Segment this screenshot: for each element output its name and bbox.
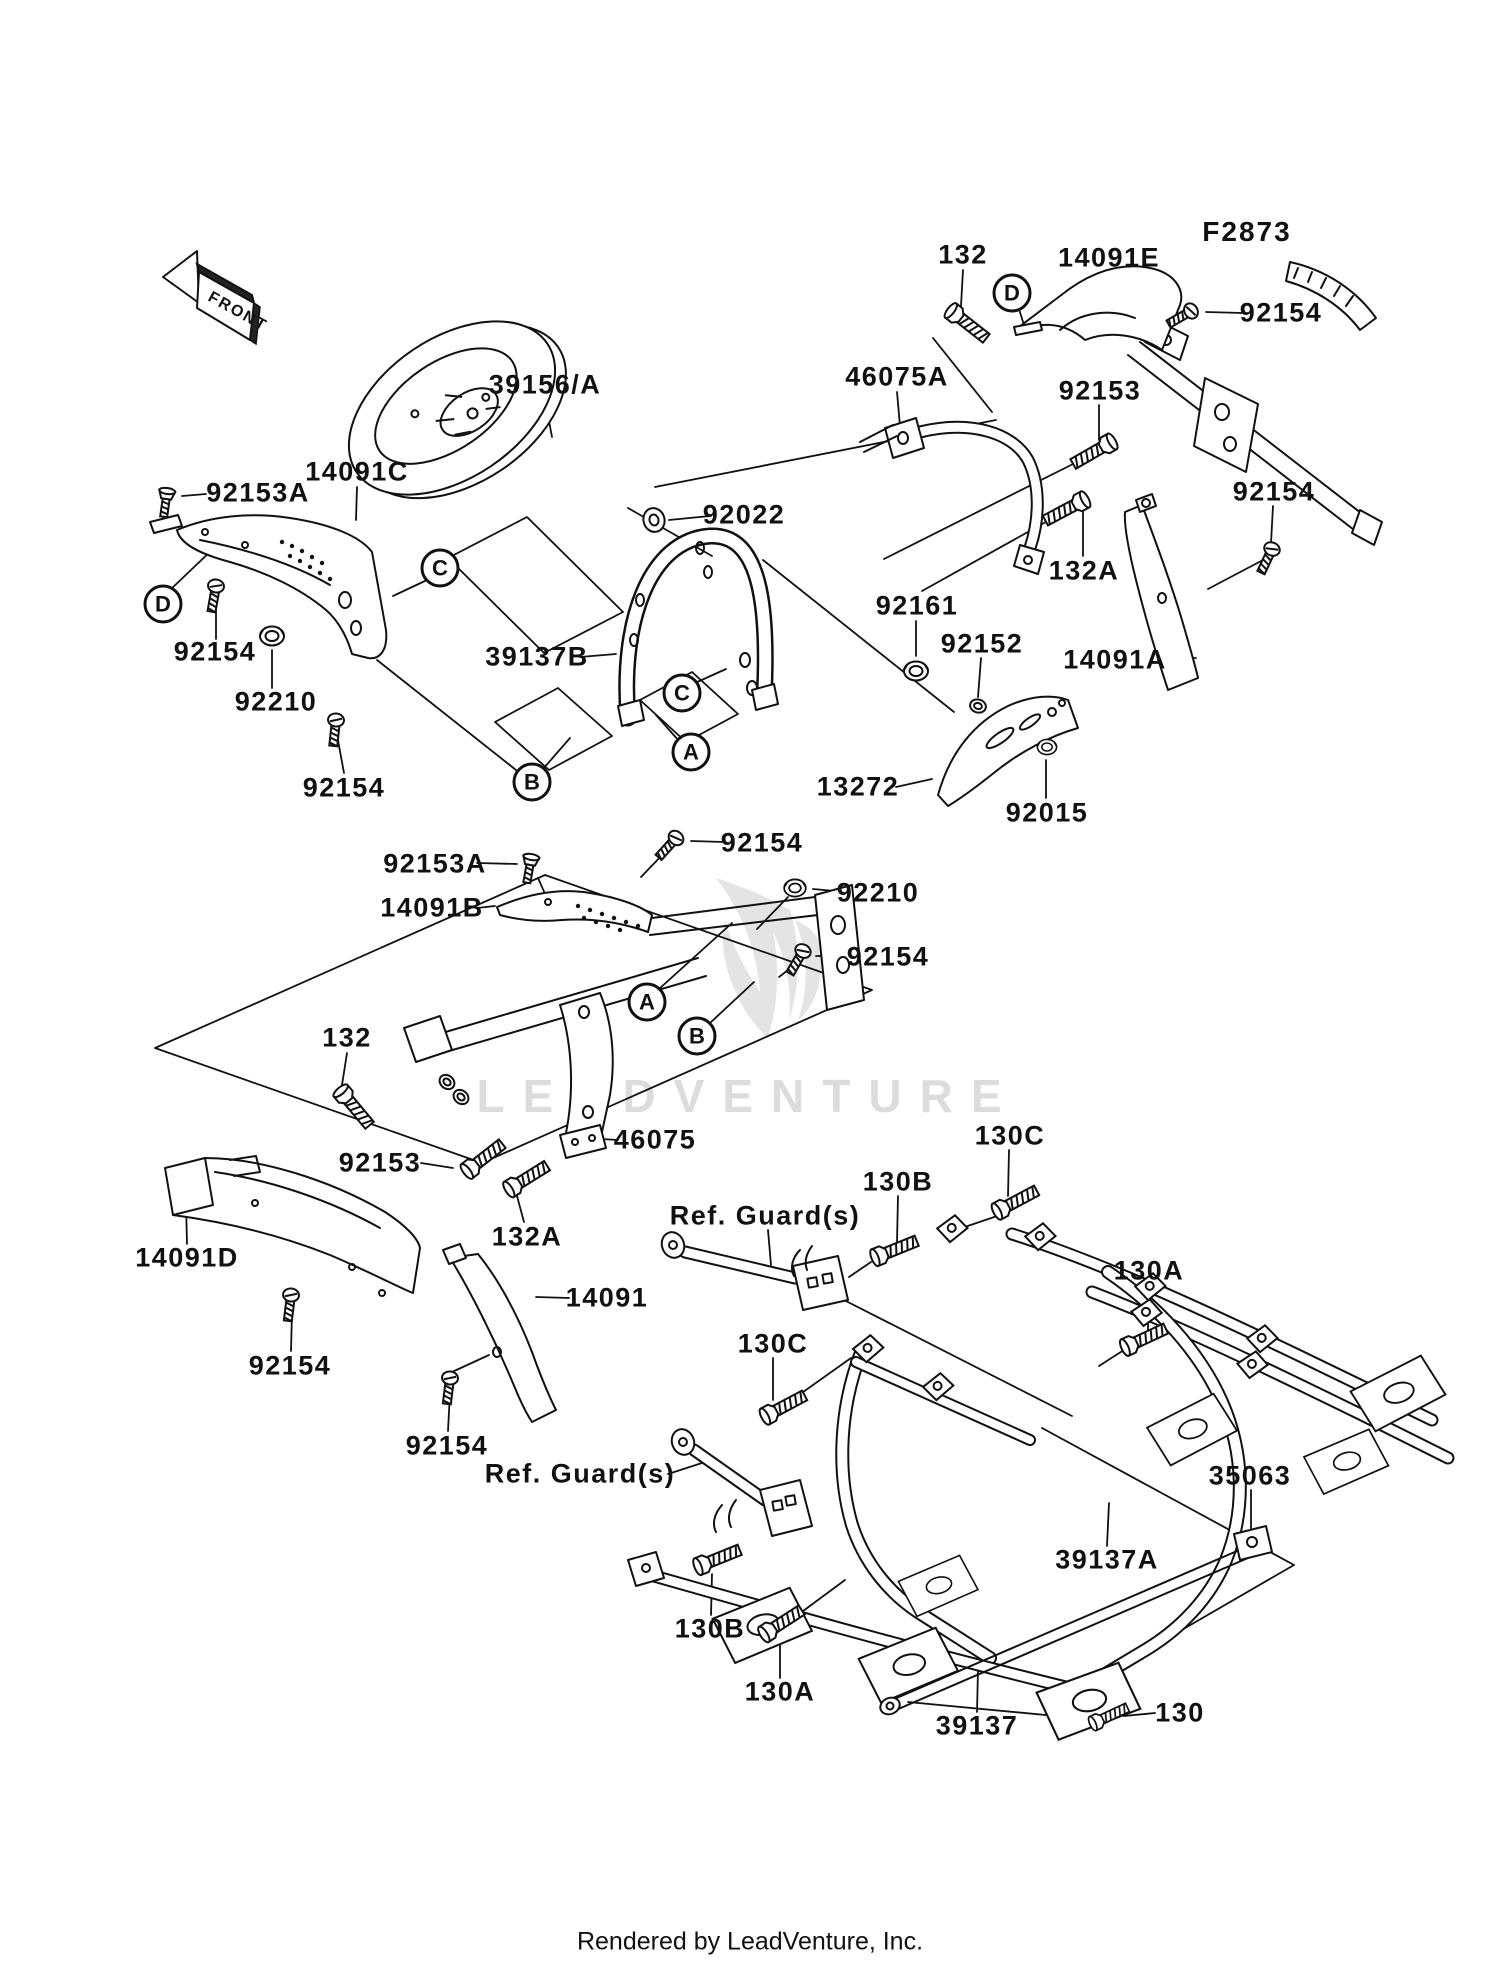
drawing-code: F2873: [1202, 216, 1292, 247]
part-label: 39137B: [485, 641, 589, 672]
grab-rail-46075A: [859, 417, 1045, 575]
part-label: 92210: [836, 877, 920, 908]
part-label: 92153A: [383, 848, 487, 879]
ref-guard-1: [660, 1231, 849, 1311]
part-label: 46075A: [845, 361, 949, 392]
part-label: 130: [1155, 1697, 1205, 1728]
part-label: 92154: [173, 636, 257, 667]
part-label: Ref. Guard(s): [669, 1200, 861, 1231]
part-label: 39156/A: [488, 369, 602, 400]
part-label: 132: [322, 1022, 372, 1053]
ref-marker: C: [662, 673, 702, 713]
ref-marker: D: [143, 584, 183, 624]
part-label: 92154: [248, 1350, 332, 1381]
part-label: 14091: [565, 1282, 649, 1313]
part-label: 130C: [974, 1120, 1046, 1151]
side-trim-14091: [442, 1243, 557, 1423]
side-cover-14091B: [496, 884, 865, 1011]
part-label: 92210: [234, 686, 318, 717]
part-label: 132A: [1048, 555, 1120, 586]
part-label: 92154: [720, 827, 804, 858]
part-label: 92154: [846, 941, 930, 972]
heat-guard-13272: [937, 695, 1079, 807]
part-label: 39137A: [1055, 1544, 1159, 1575]
part-label: 92152: [940, 628, 1024, 659]
part-label: 14091B: [380, 892, 484, 923]
part-label: 130A: [744, 1676, 816, 1707]
ref-marker: C: [420, 548, 460, 588]
part-label: 132: [938, 239, 988, 270]
part-label: 92015: [1005, 797, 1089, 828]
saddlebag-support-frames: [627, 1211, 1455, 1744]
watermark-text: LEADVENTURE: [476, 1070, 1019, 1122]
side-cover-14091C: [149, 514, 388, 660]
carrier-beam: [403, 957, 707, 1159]
part-label: 39137: [935, 1710, 1019, 1741]
front-direction-arrow: FRONT: [162, 250, 270, 346]
part-label: 132A: [491, 1221, 563, 1252]
part-label: Ref. Guard(s): [484, 1458, 676, 1489]
part-label: 14091A: [1063, 644, 1167, 675]
side-trim-14091A: [1123, 493, 1199, 691]
stay-35063: [879, 1525, 1273, 1716]
part-label: 13272: [816, 771, 900, 802]
part-label: 14091E: [1057, 242, 1161, 273]
ref-marker: A: [627, 982, 667, 1022]
sissy-bar: [617, 527, 779, 727]
part-label: 130C: [737, 1328, 809, 1359]
ref-marker: B: [512, 762, 552, 802]
part-label: 35063: [1208, 1460, 1292, 1491]
ref-guard-2: [670, 1428, 813, 1537]
ref-marker: B: [677, 1016, 717, 1056]
ref-marker: A: [671, 732, 711, 772]
part-label: 92022: [702, 499, 786, 530]
part-label: 14091D: [135, 1242, 239, 1273]
part-label: 92154: [405, 1430, 489, 1461]
part-label: 130B: [862, 1166, 934, 1197]
washer-92022: [639, 504, 669, 536]
part-label: 92153: [1058, 375, 1142, 406]
side-cover-14091D: [164, 1155, 421, 1297]
part-label: 92153A: [206, 477, 310, 508]
part-label: 92153: [338, 1147, 422, 1178]
part-label: 92154: [302, 772, 386, 803]
footer-credit: Rendered by LeadVenture, Inc.: [576, 1927, 924, 1956]
part-label: 92161: [875, 590, 959, 621]
part-label: 46075: [613, 1124, 697, 1155]
part-label: 92154: [1239, 297, 1323, 328]
part-label: 130A: [1113, 1255, 1185, 1286]
rear-rail-assembly: [1013, 261, 1383, 546]
part-label: 14091C: [305, 456, 409, 487]
backrest-pad: [347, 320, 567, 500]
part-label: 130B: [674, 1613, 746, 1644]
leadventure-flame-icon: [716, 878, 822, 1038]
part-label: 92154: [1232, 476, 1316, 507]
ref-marker: D: [992, 273, 1032, 313]
